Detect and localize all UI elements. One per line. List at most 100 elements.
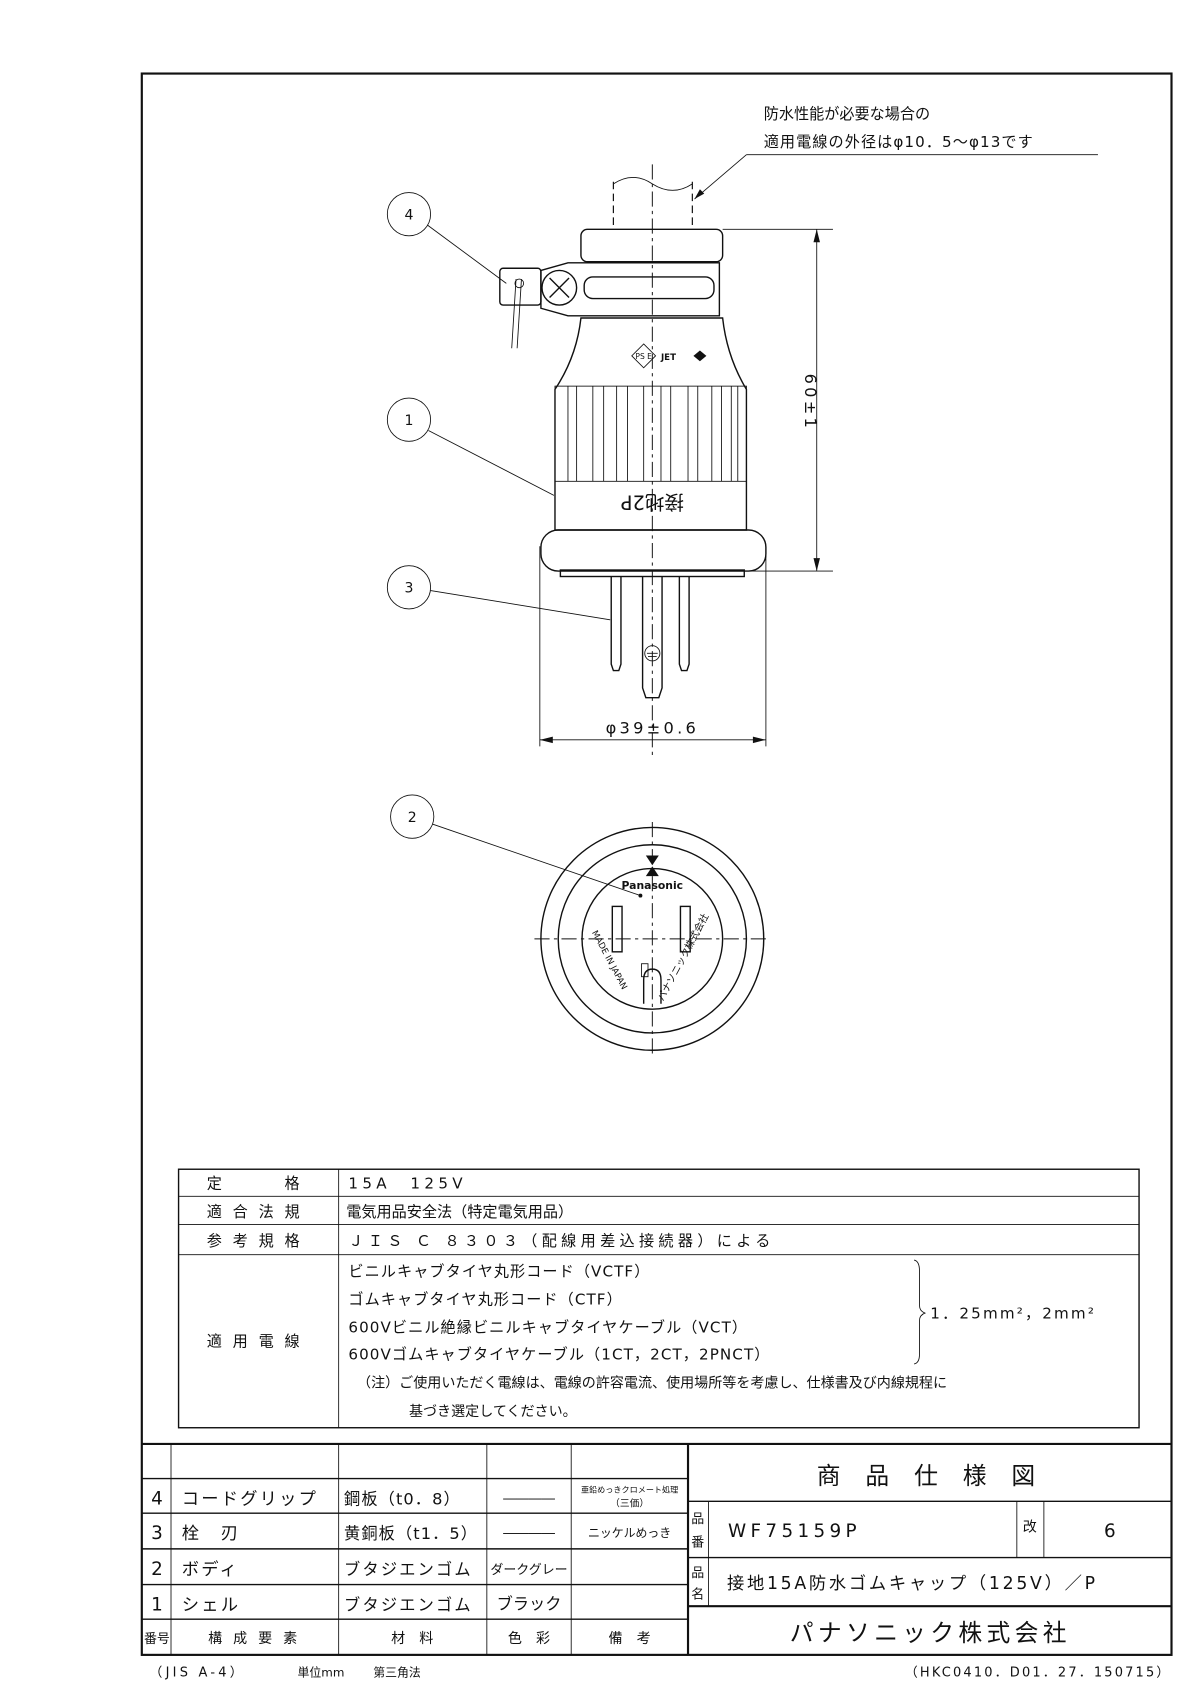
drawing-text: 1．25mm²，2mm² <box>930 1304 1096 1322</box>
drawing-text: 60±1 <box>801 374 820 432</box>
drawing-text: 適用電線 <box>207 1333 311 1351</box>
drawing-line <box>645 866 659 877</box>
grip-ribs <box>554 385 747 482</box>
drawing-line <box>514 278 525 289</box>
drawing-text: JET <box>660 353 676 363</box>
drawing-text: 名 <box>691 1587 704 1603</box>
drawing-text: 番 <box>691 1536 704 1551</box>
drawing-line <box>428 430 555 496</box>
callouts: 4 1 3 2 <box>386 192 641 896</box>
drawing-text: ビニルキャブタイヤ丸形コード（VCTF） <box>348 1262 650 1280</box>
cert-marks: PS E JET <box>631 343 707 369</box>
drawing-line <box>386 397 432 442</box>
part-number: WF75159P <box>728 1521 861 1542</box>
top-cap <box>580 228 724 263</box>
blade-slot-left <box>611 905 623 953</box>
parts-row-4: 4 コードグリップ 鋼板（t0．8） ―――― 亜鉛めっきクロメート処理 （三価… <box>151 1485 678 1510</box>
drawing-text: 鋼板（t0．8） <box>344 1490 461 1509</box>
drawing-text: パナソニック株式会社 <box>654 911 711 1003</box>
drawing-text: 亜鉛めっきクロメート処理 <box>581 1485 678 1495</box>
face-brand: Panasonic <box>622 879 684 892</box>
drawing-line <box>610 576 622 672</box>
callout-2: 2 <box>408 810 417 826</box>
screw-icon <box>541 269 578 306</box>
drawing-text: シェル <box>182 1596 240 1616</box>
blade-slot-right <box>679 905 691 953</box>
title-block: 商 品 仕 様 図 品 番 WF75159P 改 6 品 名 接地15A防水ゴム… <box>688 1462 1172 1647</box>
drawing-text: ニッケルめっき <box>588 1526 671 1540</box>
drawing-text: 材 料 <box>391 1631 433 1647</box>
drawing-line <box>427 224 507 284</box>
waterproof-note: 防水性能が必要な場合の 適用電線の外径はφ10．5～φ13です <box>694 105 1098 200</box>
face-view: Panasonic MADE IN JAPAN パナソニック株式会社 <box>534 822 771 1057</box>
drawing-line <box>913 1259 927 1365</box>
drawing-line <box>641 576 663 699</box>
drawing-text: 600Vゴムキャブタイヤケーブル（1CT，2CT，2PNCT） <box>348 1346 770 1364</box>
drawing-line <box>540 262 721 317</box>
drawing-text: 単位mm <box>298 1666 345 1680</box>
drawing-line <box>613 176 693 191</box>
drawing-text: 電気用品安全法（特定電気用品） <box>346 1203 573 1221</box>
callout-3: 3 <box>404 581 413 597</box>
drawing-text: 600Vビニル絶縁ビニルキャブタイヤケーブル（VCT） <box>348 1319 748 1337</box>
drawing-line <box>386 192 432 237</box>
drawing-line <box>390 794 435 839</box>
flange <box>540 529 767 572</box>
parts-row-1: 1 シェル ブタジエンゴム ブラック <box>151 1594 561 1615</box>
footer: （JIS A-4） 単位mm 第三角法 （HKC0410．D01．27．1507… <box>149 1666 1169 1681</box>
spec-table: 定 格 15A 125V 適合法規 電気用品安全法（特定電気用品） 参考規格 Ｊ… <box>177 1168 1140 1429</box>
body-marking: 接地2P <box>621 490 684 513</box>
drawing-text: ボディ <box>182 1559 239 1580</box>
callout-1: 1 <box>404 413 413 429</box>
drawing-text: 品 <box>691 1512 704 1527</box>
drawing-text: 参考規格 <box>207 1232 311 1250</box>
drawing-line <box>386 565 432 610</box>
drawing-text: 番号 <box>144 1632 170 1647</box>
drawing-text: ＪＩＳ Ｃ ８３０３（配線用差込接続器）による <box>348 1232 774 1250</box>
drawing-text: 1 <box>151 1595 163 1616</box>
drawing-line <box>641 963 649 978</box>
drawing-text: ブタジエンゴム <box>344 1596 473 1615</box>
drawing-line <box>694 189 705 200</box>
drawing-text: （注）ご使用いただく電線は、電線の許容電流、使用場所等を考慮し、仕様書及び内線規… <box>357 1375 947 1392</box>
drawing-text: 栓 刃 <box>182 1524 240 1544</box>
parts-row-2: 2 ボディ ブタジエンゴム ダークグレー <box>151 1559 568 1580</box>
drawing-line <box>554 385 747 482</box>
drawing-line <box>430 590 611 621</box>
drawing-line <box>549 277 570 298</box>
drawing-line <box>432 823 641 896</box>
drawing-line <box>177 1168 1140 1429</box>
drawing-text: ブタジエンゴム <box>344 1560 473 1579</box>
drawing-text: 備 考 <box>609 1631 651 1647</box>
ground-slot <box>642 968 662 1004</box>
drawing-text: 色 彩 <box>508 1630 550 1647</box>
dimension-diameter: φ39±0.6 <box>539 546 767 747</box>
ground-icon <box>644 645 661 662</box>
drawing-line <box>583 276 715 300</box>
revision: 6 <box>1104 1521 1116 1542</box>
drawing-title: 商 品 仕 様 図 <box>817 1462 1044 1490</box>
drawing-text: 3 <box>151 1523 163 1544</box>
drawing-text: 2 <box>151 1559 163 1580</box>
company-name: パナソニック株式会社 <box>790 1619 1071 1647</box>
parts-list: 4 コードグリップ 鋼板（t0．8） ―――― 亜鉛めっきクロメート処理 （三価… <box>141 1442 1172 1655</box>
parts-header: 番号 構 成 要 素 材 料 色 彩 備 考 <box>144 1630 651 1647</box>
drawing-text: ―――― <box>503 1526 555 1541</box>
drawing-line <box>813 558 820 572</box>
drawing-line <box>511 279 522 349</box>
drawing-text: ブラック <box>497 1594 562 1613</box>
drawing-text: ―――― <box>503 1491 555 1506</box>
drawing-line <box>694 154 747 200</box>
drawing-text: ダークグレー <box>490 1563 567 1578</box>
drawing-line <box>678 576 690 672</box>
drawing-text: PS E <box>635 352 652 361</box>
drawing-text: 品 <box>691 1566 704 1581</box>
drawing-text: （三価） <box>610 1497 649 1510</box>
drawing-text: （JIS A-4） <box>149 1666 246 1681</box>
drawing-text: 第三角法 <box>373 1666 421 1680</box>
plug-pins <box>610 576 690 699</box>
drawing-line <box>539 736 553 744</box>
drawing-text: 適合法規 <box>207 1203 311 1221</box>
note-line-2: 適用電線の外径はφ10．5～φ13です <box>764 133 1034 151</box>
drawing-text: コードグリップ <box>182 1490 318 1510</box>
